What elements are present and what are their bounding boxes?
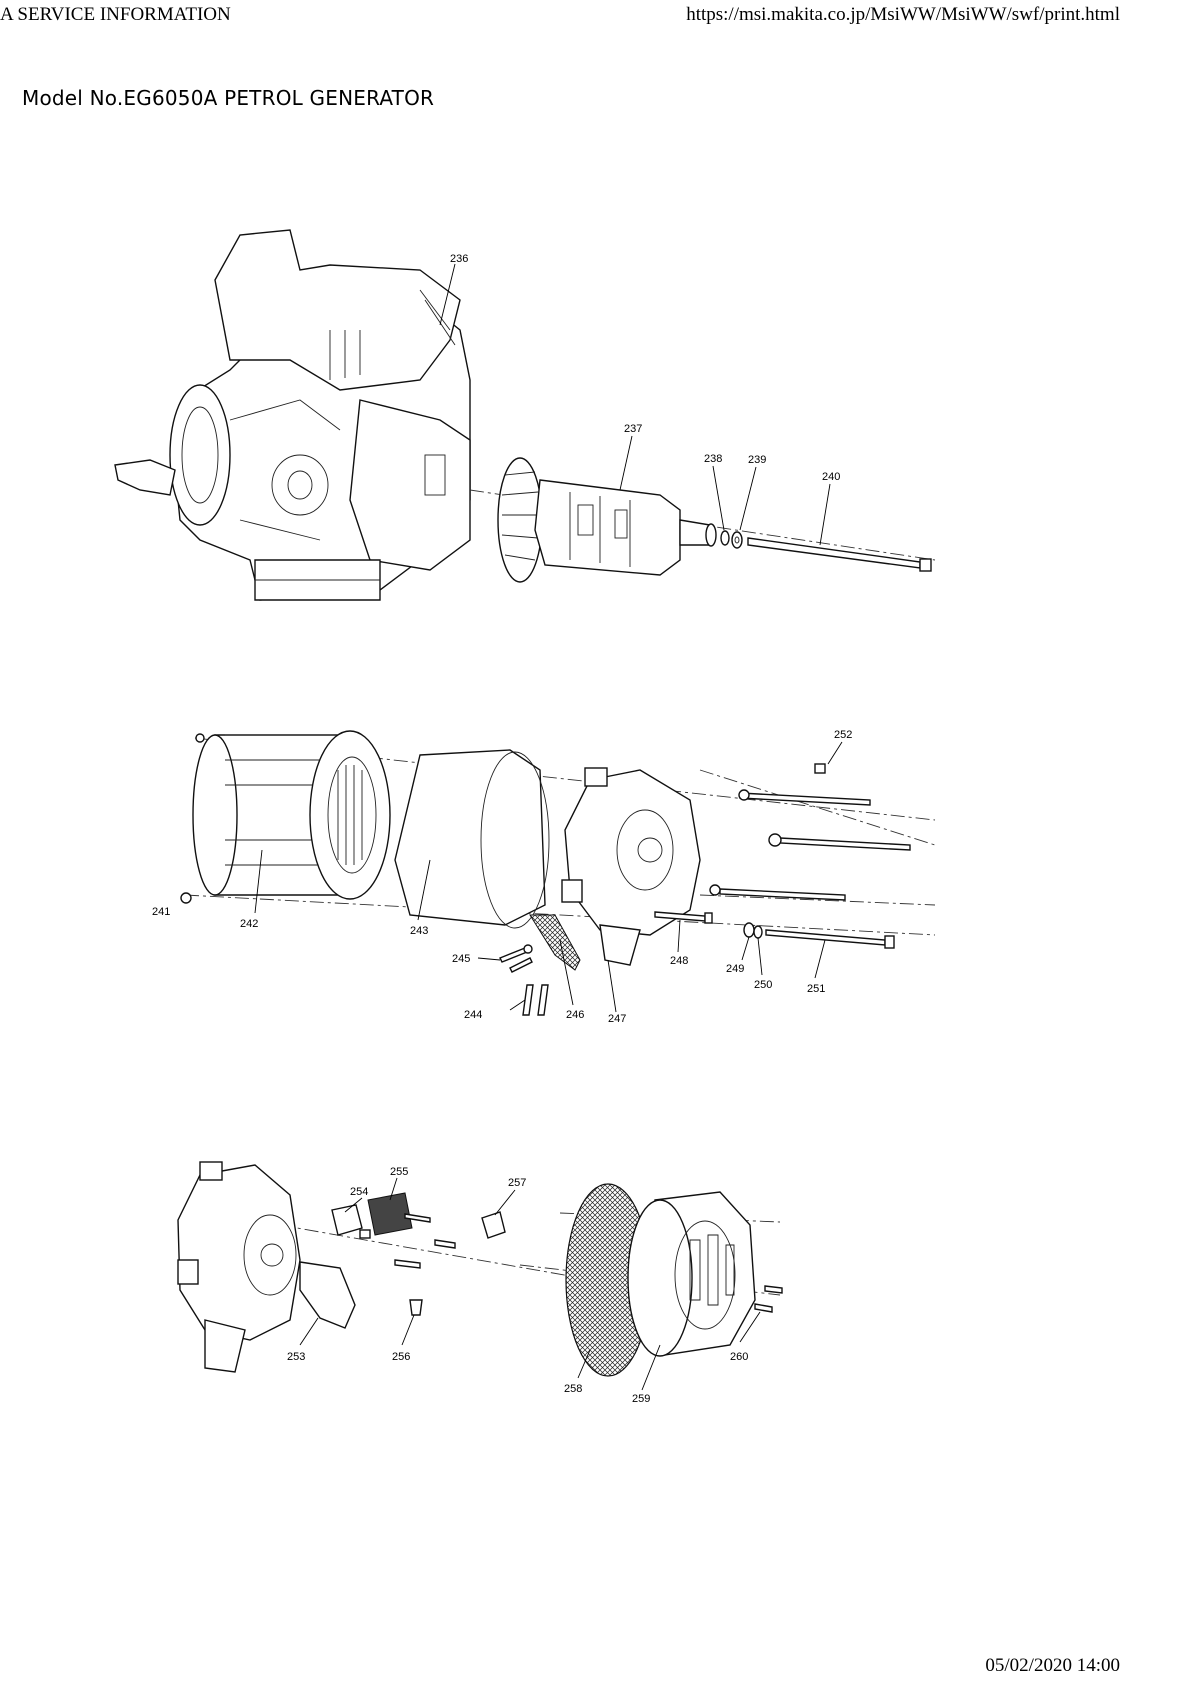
part-248-bolt[interactable] [654, 911, 713, 924]
part-247-rear-housing[interactable] [561, 767, 701, 966]
part-242-stator[interactable] [192, 730, 391, 900]
rear-housing-assembly [177, 1161, 301, 1373]
label-256: 256 [392, 1351, 410, 1363]
label-244: 244 [464, 1009, 482, 1021]
label-252: 252 [834, 729, 852, 741]
label-236: 236 [450, 253, 468, 265]
header-url[interactable]: https://msi.makita.co.jp/MsiWW/MsiWW/swf… [686, 4, 1120, 25]
part-244-brush[interactable] [522, 984, 549, 1016]
header-left-text: A SERVICE INFORMATION [0, 4, 231, 25]
label-242: 242 [240, 918, 258, 930]
label-237: 237 [624, 423, 642, 435]
label-246: 246 [566, 1009, 584, 1021]
label-245: 245 [452, 953, 470, 965]
label-251: 251 [807, 983, 825, 995]
part-240-through-bolt[interactable] [747, 537, 932, 572]
label-260: 260 [730, 1351, 748, 1363]
part-250-washer[interactable] [753, 925, 763, 939]
part-251-long-bolt[interactable] [765, 929, 895, 949]
part-243-cover[interactable] [394, 749, 550, 929]
label-248: 248 [670, 955, 688, 967]
label-259: 259 [632, 1393, 650, 1405]
part-241-nut[interactable] [180, 733, 205, 904]
part-254-brush-holder[interactable] [331, 1204, 371, 1239]
label-243: 243 [410, 925, 428, 937]
label-250: 250 [754, 979, 772, 991]
part-260-screws[interactable] [754, 1285, 783, 1313]
label-253: 253 [287, 1351, 305, 1363]
part-257-connector[interactable] [481, 1211, 506, 1239]
rotor-assembly [497, 457, 717, 583]
label-255: 255 [390, 1166, 408, 1178]
part-259-end-cover[interactable] [627, 1191, 756, 1357]
label-254: 254 [350, 1186, 368, 1198]
part-239-washer[interactable] [731, 531, 743, 549]
part-246-mesh-strip[interactable] [529, 914, 581, 971]
label-240: 240 [822, 471, 840, 483]
label-247: 247 [608, 1013, 626, 1025]
label-239: 239 [748, 454, 766, 466]
part-252-bolts[interactable] [709, 763, 911, 901]
part-249-washer[interactable] [743, 922, 755, 938]
part-255-avr-board[interactable] [367, 1192, 456, 1269]
footer-timestamp: 05/02/2020 14:00 [985, 1655, 1120, 1676]
label-258: 258 [564, 1383, 582, 1395]
label-241: 241 [152, 906, 170, 918]
part-245-screw[interactable] [499, 944, 533, 973]
page-title: Model No.EG6050A PETROL GENERATOR [22, 86, 435, 110]
label-249: 249 [726, 963, 744, 975]
label-238: 238 [704, 453, 722, 465]
label-257: 257 [508, 1177, 526, 1189]
part-238-washer[interactable] [720, 530, 730, 546]
part-253-cover-plate[interactable] [299, 1261, 356, 1329]
part-256-screw[interactable] [409, 1299, 423, 1316]
engine-assembly [114, 229, 471, 601]
